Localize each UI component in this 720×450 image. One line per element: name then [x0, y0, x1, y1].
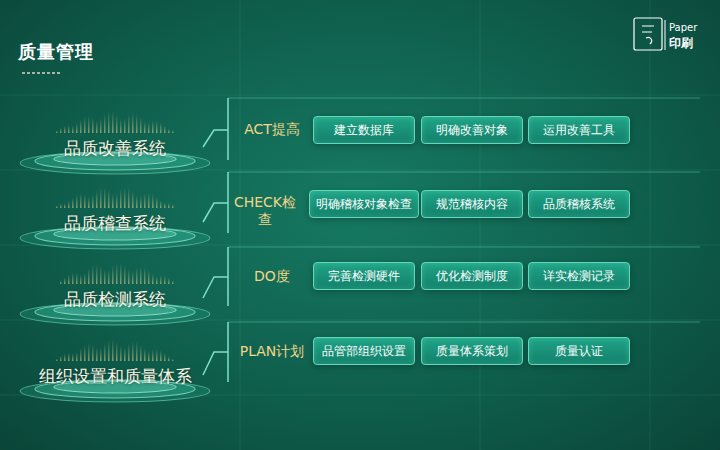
logo-text: Paper	[669, 22, 697, 33]
process-box: 质量体系策划	[421, 337, 523, 365]
category-label: DO度	[232, 268, 312, 285]
process-box: 规范稽核内容	[421, 190, 523, 218]
box-text: 品质稽核系统	[543, 196, 615, 213]
group-top-lines	[228, 98, 700, 322]
box-text: 完善检测硬件	[328, 268, 400, 285]
process-box: 品质稽核系统	[528, 190, 630, 218]
title-dots	[22, 72, 60, 74]
logo-divider	[665, 20, 666, 50]
process-box: 品管部组织设置	[313, 337, 415, 365]
process-box: 运用改善工具	[528, 116, 630, 144]
system-name: 品质改善系统	[17, 137, 213, 160]
system-name: 品质检测系统	[17, 288, 213, 311]
system-platform: 组织设置和质量体系	[17, 359, 213, 403]
system-platform: 品质检测系统	[17, 282, 213, 326]
category-label: PLAN计划	[232, 343, 312, 360]
box-text: 品管部组织设置	[322, 343, 406, 360]
logo-mark	[634, 18, 662, 50]
box-text: 质量认证	[555, 343, 603, 360]
process-box: 完善检测硬件	[313, 262, 415, 290]
system-name: 品质稽查系统	[17, 212, 213, 235]
box-text: 优化检测制度	[436, 268, 508, 285]
system-platform: 品质稽查系统	[17, 206, 213, 250]
process-box: 详实检测记录	[528, 262, 630, 290]
box-text: 运用改善工具	[543, 122, 615, 139]
category-label: ACT提高	[232, 121, 312, 138]
system-name: 组织设置和质量体系	[17, 365, 213, 388]
process-box: 质量认证	[528, 337, 630, 365]
system-platform: 品质改善系统	[17, 131, 213, 175]
box-text: 规范稽核内容	[436, 196, 508, 213]
process-box: 明确稽核对象检查	[309, 190, 419, 218]
process-box: 明确改善对象	[421, 116, 523, 144]
box-text: 质量体系策划	[436, 343, 508, 360]
logo-strokes	[642, 26, 654, 44]
box-text: 建立数据库	[334, 122, 394, 139]
page-title: 质量管理	[18, 40, 94, 64]
box-text: 明确稽核对象检查	[316, 196, 412, 213]
box-text: 详实检测记录	[543, 268, 615, 285]
box-text: 明确改善对象	[436, 122, 508, 139]
category-label: CHECK检查	[232, 194, 298, 228]
logo-text: 印刷	[669, 35, 693, 52]
process-box: 建立数据库	[313, 116, 415, 144]
process-box: 优化检测制度	[421, 262, 523, 290]
